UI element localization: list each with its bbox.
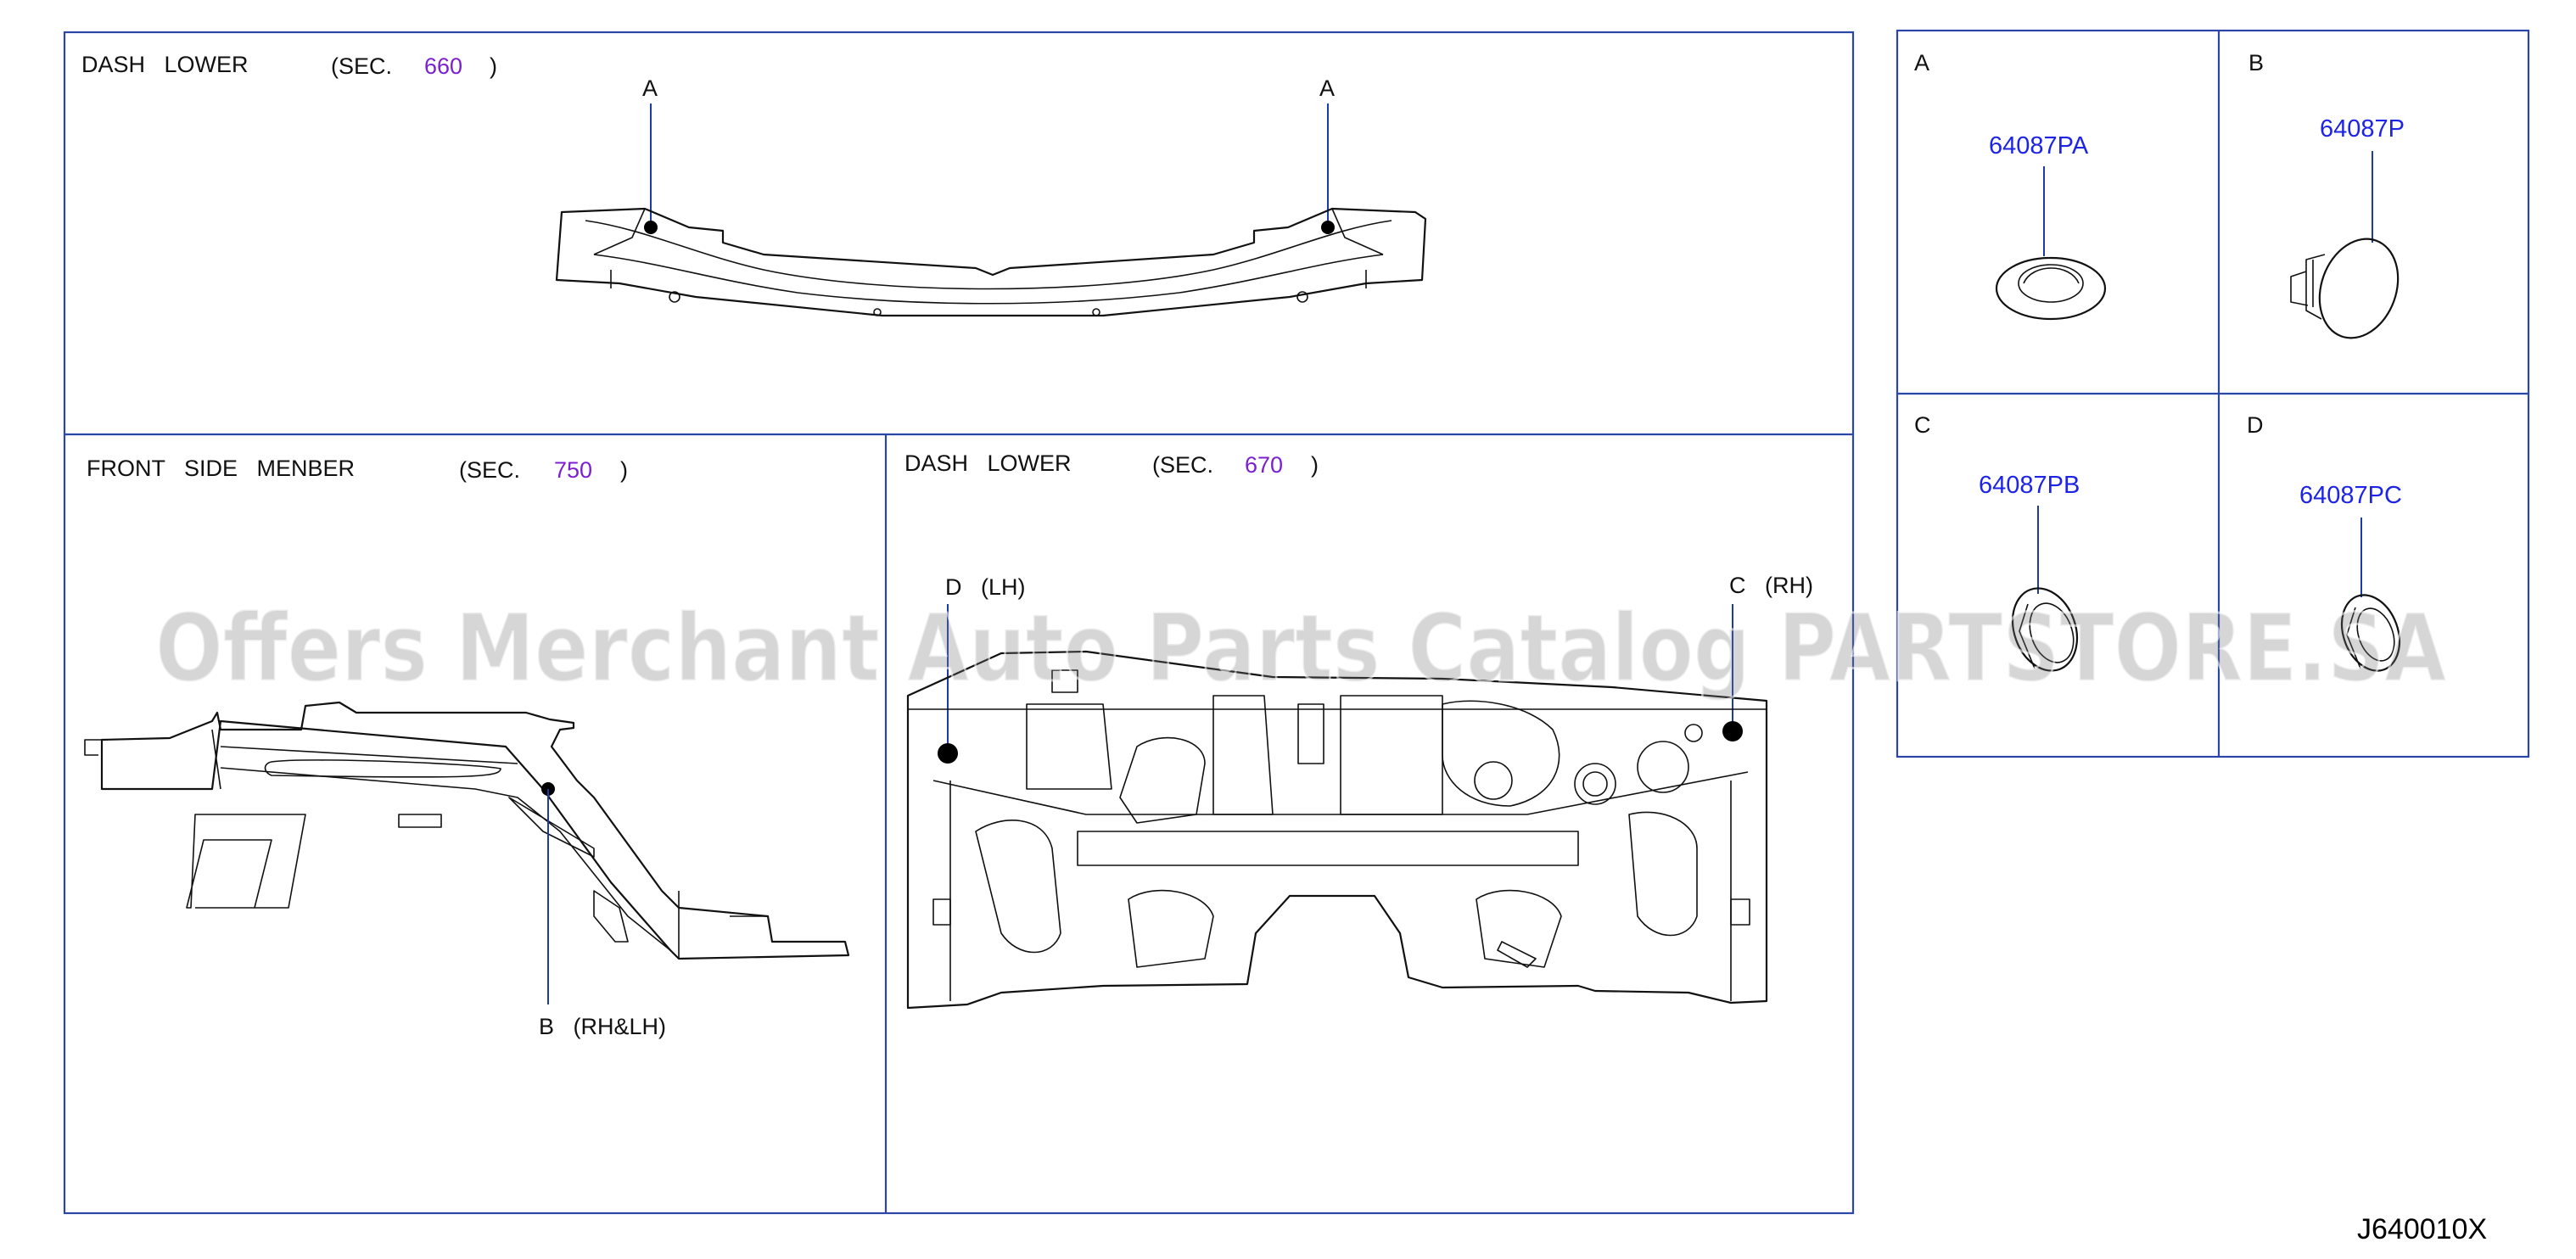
- grommet-a-icon: [1995, 256, 2107, 321]
- part-letter: D: [2247, 412, 2264, 438]
- panel-title: DASH LOWER: [904, 450, 1072, 476]
- sec-number: 750: [554, 457, 592, 483]
- diagram-code: J640010X: [2357, 1213, 2487, 1245]
- part-cell-d: D 64087PC: [2247, 412, 2402, 672]
- part-cell-b: B 64087P: [2248, 50, 2405, 339]
- panel-dash-lower: DASH LOWER (SEC. 670 ) D (LH) C (RH): [904, 450, 1813, 1010]
- main-frame: [63, 31, 1855, 1215]
- sec-number: 660: [424, 53, 462, 79]
- part-number: 64087PA: [1989, 132, 2089, 159]
- grommet-c-icon: [2011, 587, 2079, 672]
- part-number: 64087PB: [1979, 472, 2080, 499]
- part-number: 64087PC: [2299, 482, 2402, 509]
- sec-number: 670: [1245, 452, 1283, 478]
- part-number: 64087P: [2320, 115, 2405, 143]
- callout-c: C (RH): [1729, 573, 1813, 598]
- front-side-member-drawing: [84, 701, 850, 1004]
- callout-a-right: A: [1319, 76, 1335, 101]
- part-letter: C: [1914, 412, 1931, 438]
- sec-prefix: (SEC.: [1152, 452, 1213, 478]
- panel-front-side-member: FRONT SIDE MENBER (SEC. 750 ) B (RH&LH): [84, 456, 850, 1039]
- watermark: Offers Merchant Auto Parts Catalog PARTS…: [155, 594, 2446, 702]
- callout-b: B (RH&LH): [539, 1014, 666, 1039]
- parts-table-frame: [1896, 29, 2530, 758]
- dash-crossmember-drawing: [555, 207, 1427, 317]
- sec-suffix: ): [620, 457, 628, 483]
- part-cell-c: C 64087PB: [1914, 412, 2080, 672]
- callout-d: D (LH): [945, 574, 1026, 600]
- sec-prefix: (SEC.: [459, 457, 520, 483]
- part-cell-a: A 64087PA: [1914, 50, 2107, 321]
- callout-a-left: A: [642, 76, 658, 101]
- panel-title: DASH LOWER: [81, 52, 249, 77]
- part-letter: B: [2248, 50, 2264, 76]
- dash-panel-drawing: [906, 650, 1768, 1010]
- sec-suffix: ): [1311, 452, 1319, 478]
- panel-dash-upper: DASH LOWER (SEC. 660 ) A A: [81, 52, 1427, 317]
- clip-b-icon: [2290, 238, 2400, 339]
- sec-suffix: ): [490, 53, 497, 79]
- sec-prefix: (SEC.: [331, 53, 392, 79]
- part-letter: A: [1914, 50, 1929, 76]
- panel-title: FRONT SIDE MENBER: [87, 456, 355, 481]
- grommet-d-icon: [2340, 594, 2401, 672]
